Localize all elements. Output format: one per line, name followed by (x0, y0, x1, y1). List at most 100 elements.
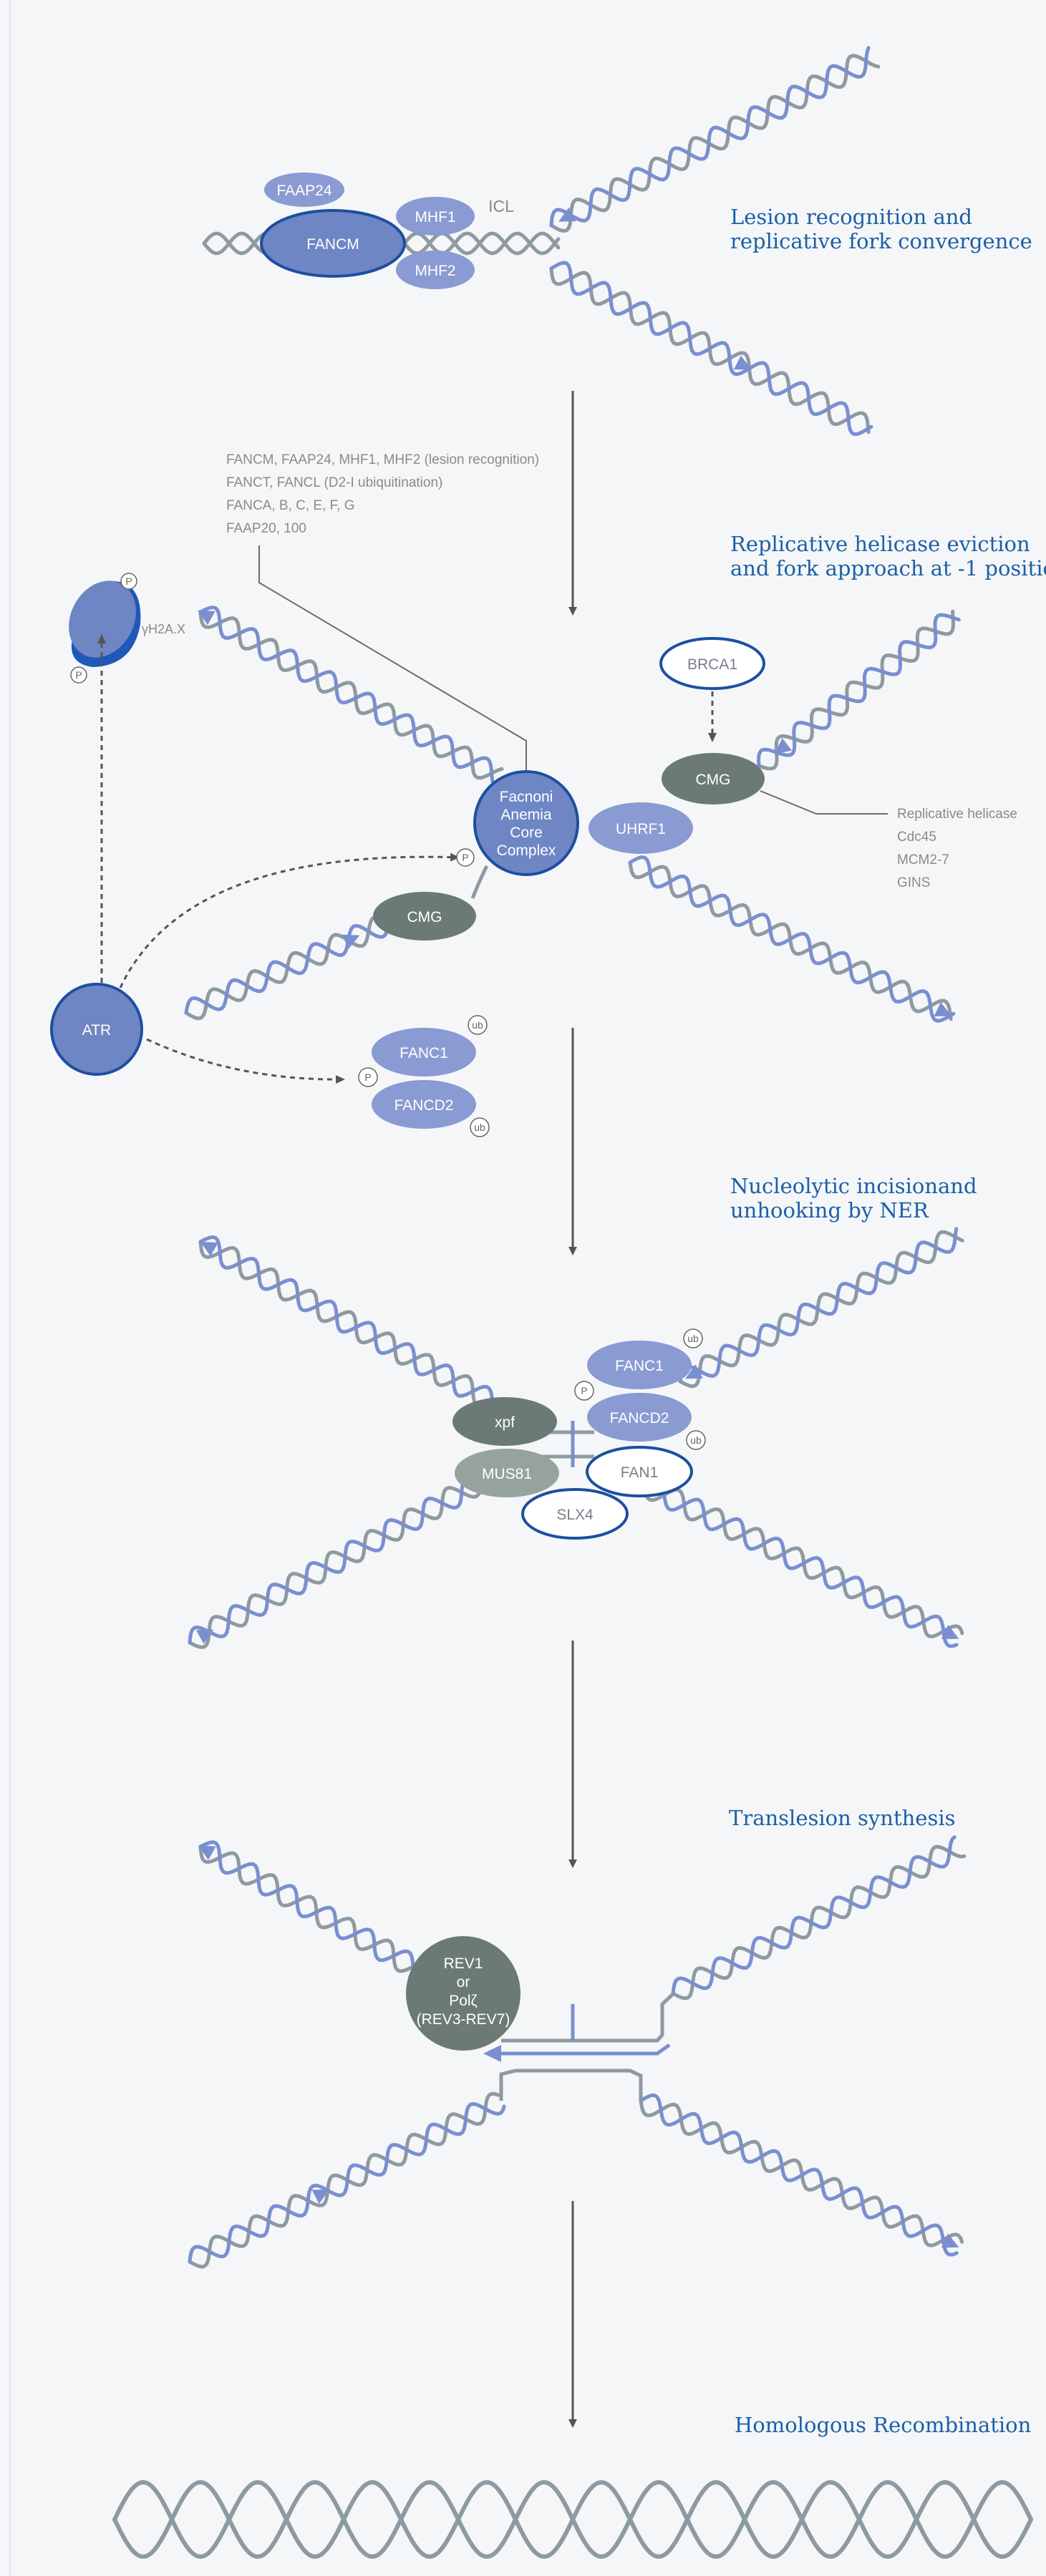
dna-stage-4-upper-left-arm-arrowhead (198, 1845, 216, 1860)
slx4-label: SLX4 (556, 1507, 594, 1523)
dna-stage-4-upper-right-arm-strand-1 (671, 1844, 967, 2001)
fanci-stage-2-label: FANC1 (399, 1045, 448, 1061)
dna-stage-4-upper-left-arm-strand-2 (198, 1840, 420, 1983)
dna-stage-3-upper-left-arm-arrowhead (200, 1242, 218, 1257)
stage-2-title-line-2: and fork approach at -1 position (730, 556, 1046, 580)
dna-stage-3-lower-right-arm-arrowhead (941, 1625, 959, 1639)
mus81-protein: MUS81 (455, 1449, 559, 1497)
dna-stage-3-lower-left-arm (188, 1464, 500, 1650)
core-label-line-3: Core (510, 825, 543, 841)
dna-stage-5-homologous-duplex-strand-2 (112, 2479, 1033, 2560)
rev-label-line-1: REV1 (444, 1955, 483, 1972)
dna-stage-1-upper-right-arm-strand-2 (549, 46, 871, 228)
dna-stage-1-upper-right-arm-arrowhead (558, 207, 576, 222)
dna-stage-4-lower-right-arm (639, 2093, 964, 2257)
h2ax-p-bottom: P (75, 669, 82, 681)
dna-stage-3-upper-right-arm (678, 1227, 964, 1389)
stage-3-title-line-1: Nucleolytic incisionand (730, 1174, 977, 1198)
core-label-line-1: Facnoni (500, 789, 553, 805)
dna-stage-2-upper-right-arm-arrowhead (774, 738, 793, 754)
fancd2-ub-stage-3: ub (690, 1434, 702, 1446)
cmg-left-label: CMG (407, 909, 442, 925)
dna-strands-layer (112, 46, 1033, 2560)
rev-label-line-3: Polζ (449, 1993, 478, 2009)
dna-stage-3-upper-left-arm-strand-1 (198, 1240, 498, 1409)
dna-stage-4-lower-right-arm-strand-1 (639, 2099, 964, 2247)
fan1-label: FAN1 (621, 1464, 659, 1481)
dna-stage-2-upper-right-arm-strand-1 (757, 609, 955, 771)
gamma-h2ax-nucleosome: P P (69, 573, 141, 684)
core-note-line-1: FANCM, FAAP24, MHF1, MHF2 (lesion recogn… (226, 452, 539, 467)
dna-stage-3-lower-right-arm-strand-2 (642, 1478, 959, 1648)
fancd2-ub-badge-stage-2 (470, 1117, 490, 1137)
gamma-h2ax-label: γH2A.X (142, 622, 185, 636)
cmg-right-label: CMG (696, 772, 731, 788)
stage-1-lesion-recognition: Lesion recognition and replicative fork … (260, 172, 1032, 289)
h2ax-phospho-badge-bottom (70, 666, 87, 684)
dna-stage-3-upper-right-arm-arrowhead (685, 1364, 703, 1379)
stage-1-title-line-2: replicative fork convergence (730, 229, 1032, 253)
mhf1-protein: MHF1 (396, 197, 475, 235)
rev1-polzeta-protein: REV1 or Polζ (REV3-REV7) (406, 1936, 520, 2051)
slx4-protein: SLX4 (521, 1488, 629, 1540)
dna-stage-4-lower-left-arm-strand-1 (188, 2091, 500, 2269)
dna-stage-1-lower-right-arm (549, 261, 873, 437)
dna-stage-3-upper-left-arm (198, 1235, 498, 1409)
stage-2-title-line-1: Replicative helicase eviction (730, 532, 1030, 556)
stage-3-title-line-2: unhooking by NER (730, 1198, 929, 1223)
fancd2-p-stage-3: P (581, 1385, 587, 1396)
dna-stage-4-lower-right-arm-arrowhead (941, 2233, 959, 2248)
dna-stage-1-lower-right-arm-arrowhead (733, 355, 752, 370)
brca1-protein: BRCA1 (659, 637, 765, 690)
core-phospho-badge (456, 848, 475, 867)
dna-stage-2-upper-right-arm (757, 609, 961, 771)
core-note-line-3: FANCA, B, C, E, F, G (226, 498, 354, 513)
dna-stage-2-lower-right-arm-arrowhead (934, 1002, 952, 1017)
dna-stage-2-lower-left-arm-arrowhead (342, 934, 360, 949)
dna-stage-2-fork-junction (470, 865, 489, 899)
brca1-label: BRCA1 (687, 656, 737, 673)
helicase-note-line-4: GINS (897, 875, 930, 890)
dna-stage-2-upper-right-arm-strand-2 (757, 613, 961, 768)
fancd2-stage-3-label: FANCD2 (610, 1410, 669, 1426)
dna-stage-2-upper-left-arm-arrowhead (198, 610, 216, 626)
dna-stage-4-upper-left-arm (198, 1840, 430, 1983)
fanci-protein-stage-3: FANC1 (587, 1341, 692, 1389)
fancd2-phospho-badge-stage-3 (574, 1381, 594, 1401)
tls-template-top (501, 1993, 674, 2043)
mhf2-label: MHF2 (415, 263, 455, 279)
stage-1-title-line-1: Lesion recognition and (730, 205, 972, 229)
cmg-protein-left: CMG (373, 892, 476, 941)
fancm-protein: FANCM (260, 209, 406, 278)
dna-stage-2-lower-left-arm-strand-2 (184, 923, 390, 1015)
cmg-protein-right: CMG (662, 753, 765, 805)
helicase-note-line-3: MCM2-7 (897, 852, 949, 867)
uhrf1-label: UHRF1 (616, 821, 666, 837)
dna-stage-1-upper-right-arm (549, 46, 881, 233)
atr-to-core-arrow (119, 852, 460, 988)
dna-stage-2-lower-left-arm-strand-1 (184, 915, 387, 1021)
dna-stage-3-upper-right-arm-strand-1 (678, 1230, 964, 1389)
dna-stage-3-upper-right-arm-strand-2 (678, 1227, 959, 1384)
fanci-ub-stage-3: ub (687, 1333, 699, 1344)
dna-stage-4-lower-left-arm-arrowhead (311, 2189, 330, 2204)
dna-stage-4-lower-left-arm (188, 2091, 506, 2269)
fancd2-phospho-badge-stage-2 (358, 1067, 378, 1087)
fancm-label: FANCM (306, 236, 359, 253)
faap24-protein: FAAP24 (264, 172, 344, 207)
icl-label: ICL (488, 197, 514, 215)
dna-stage-3-lower-right-arm-strand-1 (642, 1483, 964, 1639)
fancd2-protein-stage-3: FANCD2 (587, 1393, 692, 1442)
mhf2-protein: MHF2 (396, 251, 475, 289)
h2ax-p-top: P (125, 575, 132, 587)
dna-stage-4-lower-right-arm-strand-2 (639, 2093, 959, 2257)
fancd2-ub-stage-2: ub (474, 1122, 485, 1133)
mus81-label: MUS81 (482, 1466, 532, 1482)
tls-nascent-strand (487, 2043, 671, 2056)
core-label-line-2: Anemia (500, 807, 552, 823)
dna-stage-3-upper-left-arm-strand-2 (198, 1235, 495, 1407)
atr-to-fancd2-arrow (146, 1038, 345, 1084)
rev-label-line-4: (REV3-REV7) (417, 2011, 510, 2028)
stage-5-homologous-recombination: Homologous Recombination (735, 2413, 1031, 2437)
